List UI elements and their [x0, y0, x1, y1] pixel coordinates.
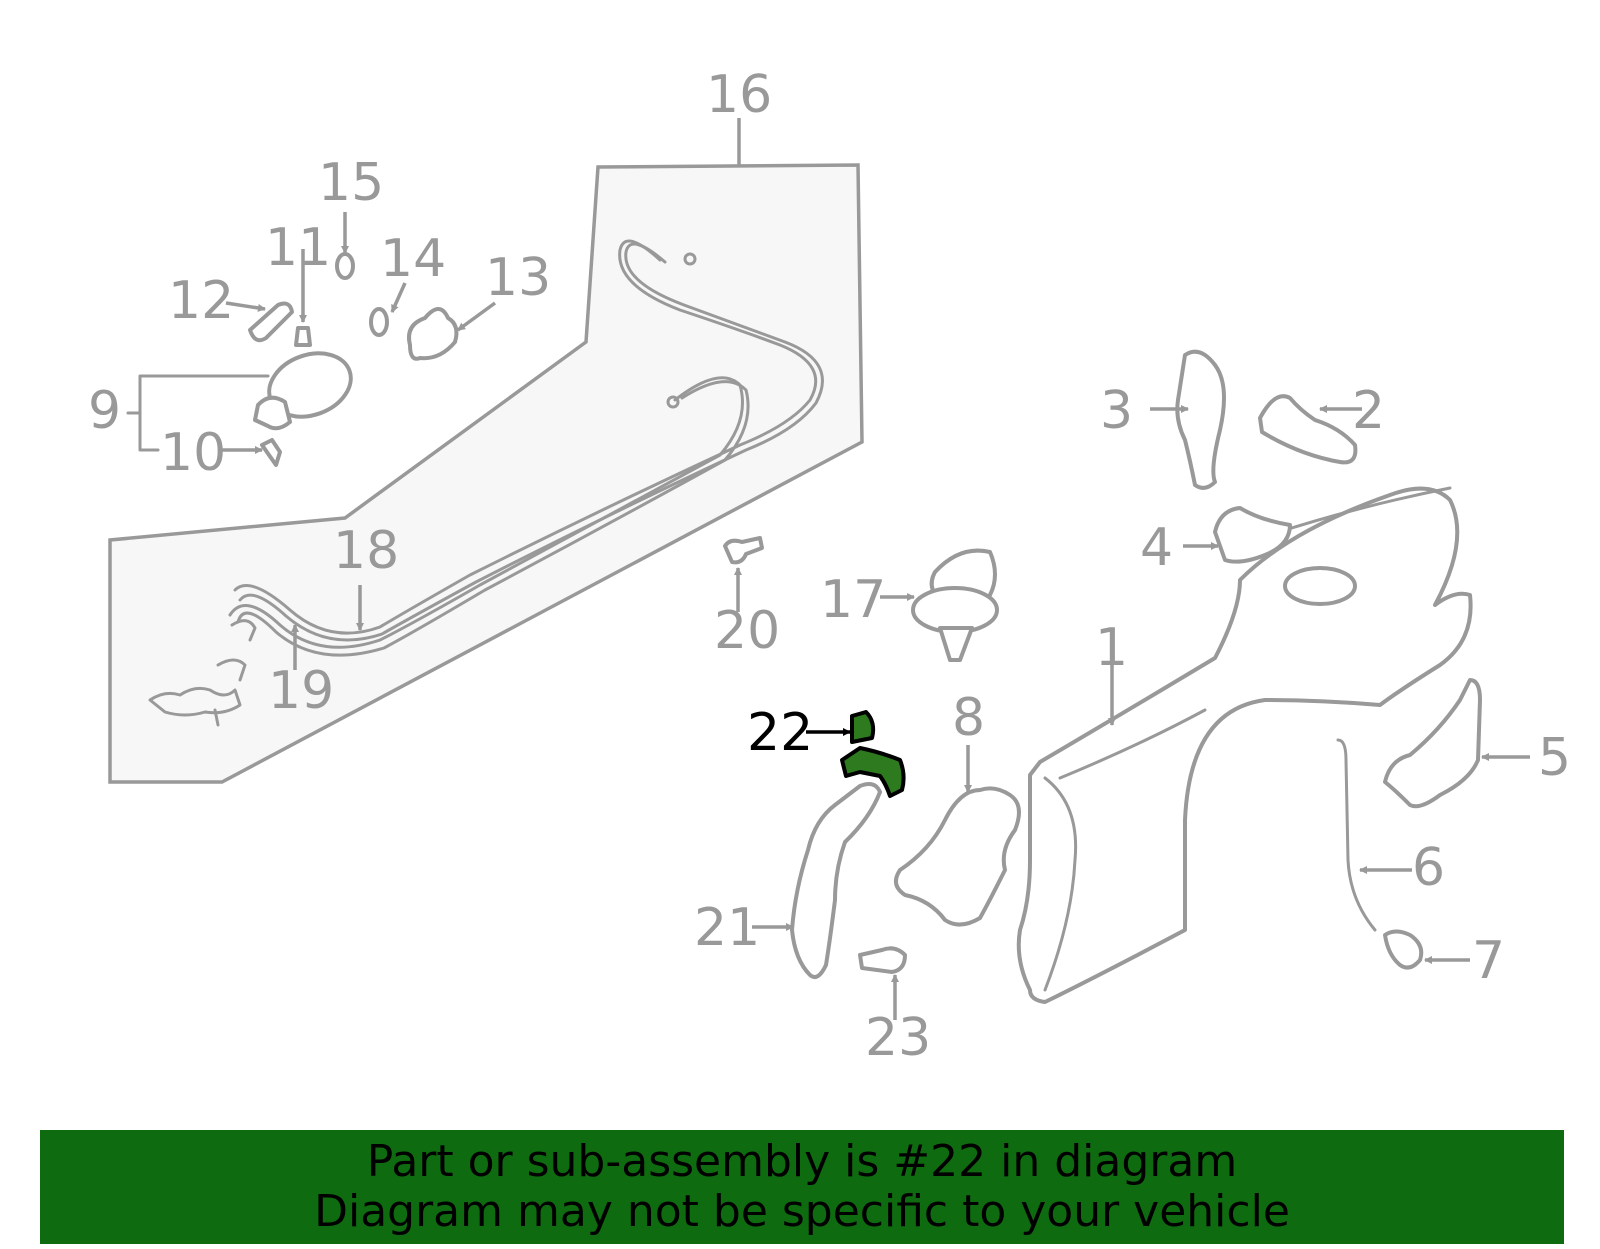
part-2: [1258, 394, 1358, 465]
callout-15: 15: [318, 153, 384, 213]
quarter-panel: [1016, 486, 1473, 1004]
callout-9: 9: [88, 381, 121, 441]
highlighted-part-22: [840, 710, 906, 798]
part-8: [894, 786, 1021, 927]
part-5: [1383, 678, 1482, 809]
part-info-banner: Part or sub-assembly is #22 in diagram D…: [40, 1130, 1564, 1244]
callout-1: 1: [1095, 618, 1128, 678]
callout-8: 8: [952, 688, 985, 748]
part-3: [1175, 349, 1226, 490]
callout-13: 13: [485, 248, 551, 308]
part-6: [1336, 738, 1377, 932]
banner-line-1: Part or sub-assembly is #22 in diagram: [366, 1136, 1238, 1187]
callout-12: 12: [168, 271, 234, 331]
part-20: [723, 536, 764, 565]
callout-2: 2: [1352, 381, 1385, 441]
callout-20: 20: [714, 601, 780, 661]
callout-3: 3: [1100, 381, 1133, 441]
fuel-door-parts: [126, 252, 459, 467]
callout-6: 6: [1412, 838, 1445, 898]
part-21: [790, 782, 882, 979]
callout-14: 14: [380, 229, 446, 289]
leader-lines: [222, 118, 1530, 1020]
part-4: [1213, 506, 1292, 564]
callout-11: 11: [265, 218, 331, 278]
callout-5: 5: [1538, 728, 1571, 788]
callout-7: 7: [1472, 931, 1505, 991]
part-23: [858, 946, 907, 974]
callout-17: 17: [820, 570, 886, 630]
callout-18: 18: [333, 521, 399, 581]
callout-4: 4: [1140, 518, 1173, 578]
part-7: [1383, 929, 1424, 970]
callout-labels: 16 15 11 14 13 12 9 10 18 19 20 17 3 2 4…: [88, 65, 1571, 1068]
callout-10: 10: [160, 423, 226, 483]
callout-21: 21: [694, 898, 760, 958]
banner-line-2: Diagram may not be specific to your vehi…: [314, 1186, 1290, 1237]
callout-16: 16: [706, 65, 772, 125]
callout-19: 19: [268, 661, 334, 721]
callout-23: 23: [865, 1008, 931, 1068]
part-17: [911, 548, 999, 662]
callout-22: 22: [747, 703, 813, 763]
